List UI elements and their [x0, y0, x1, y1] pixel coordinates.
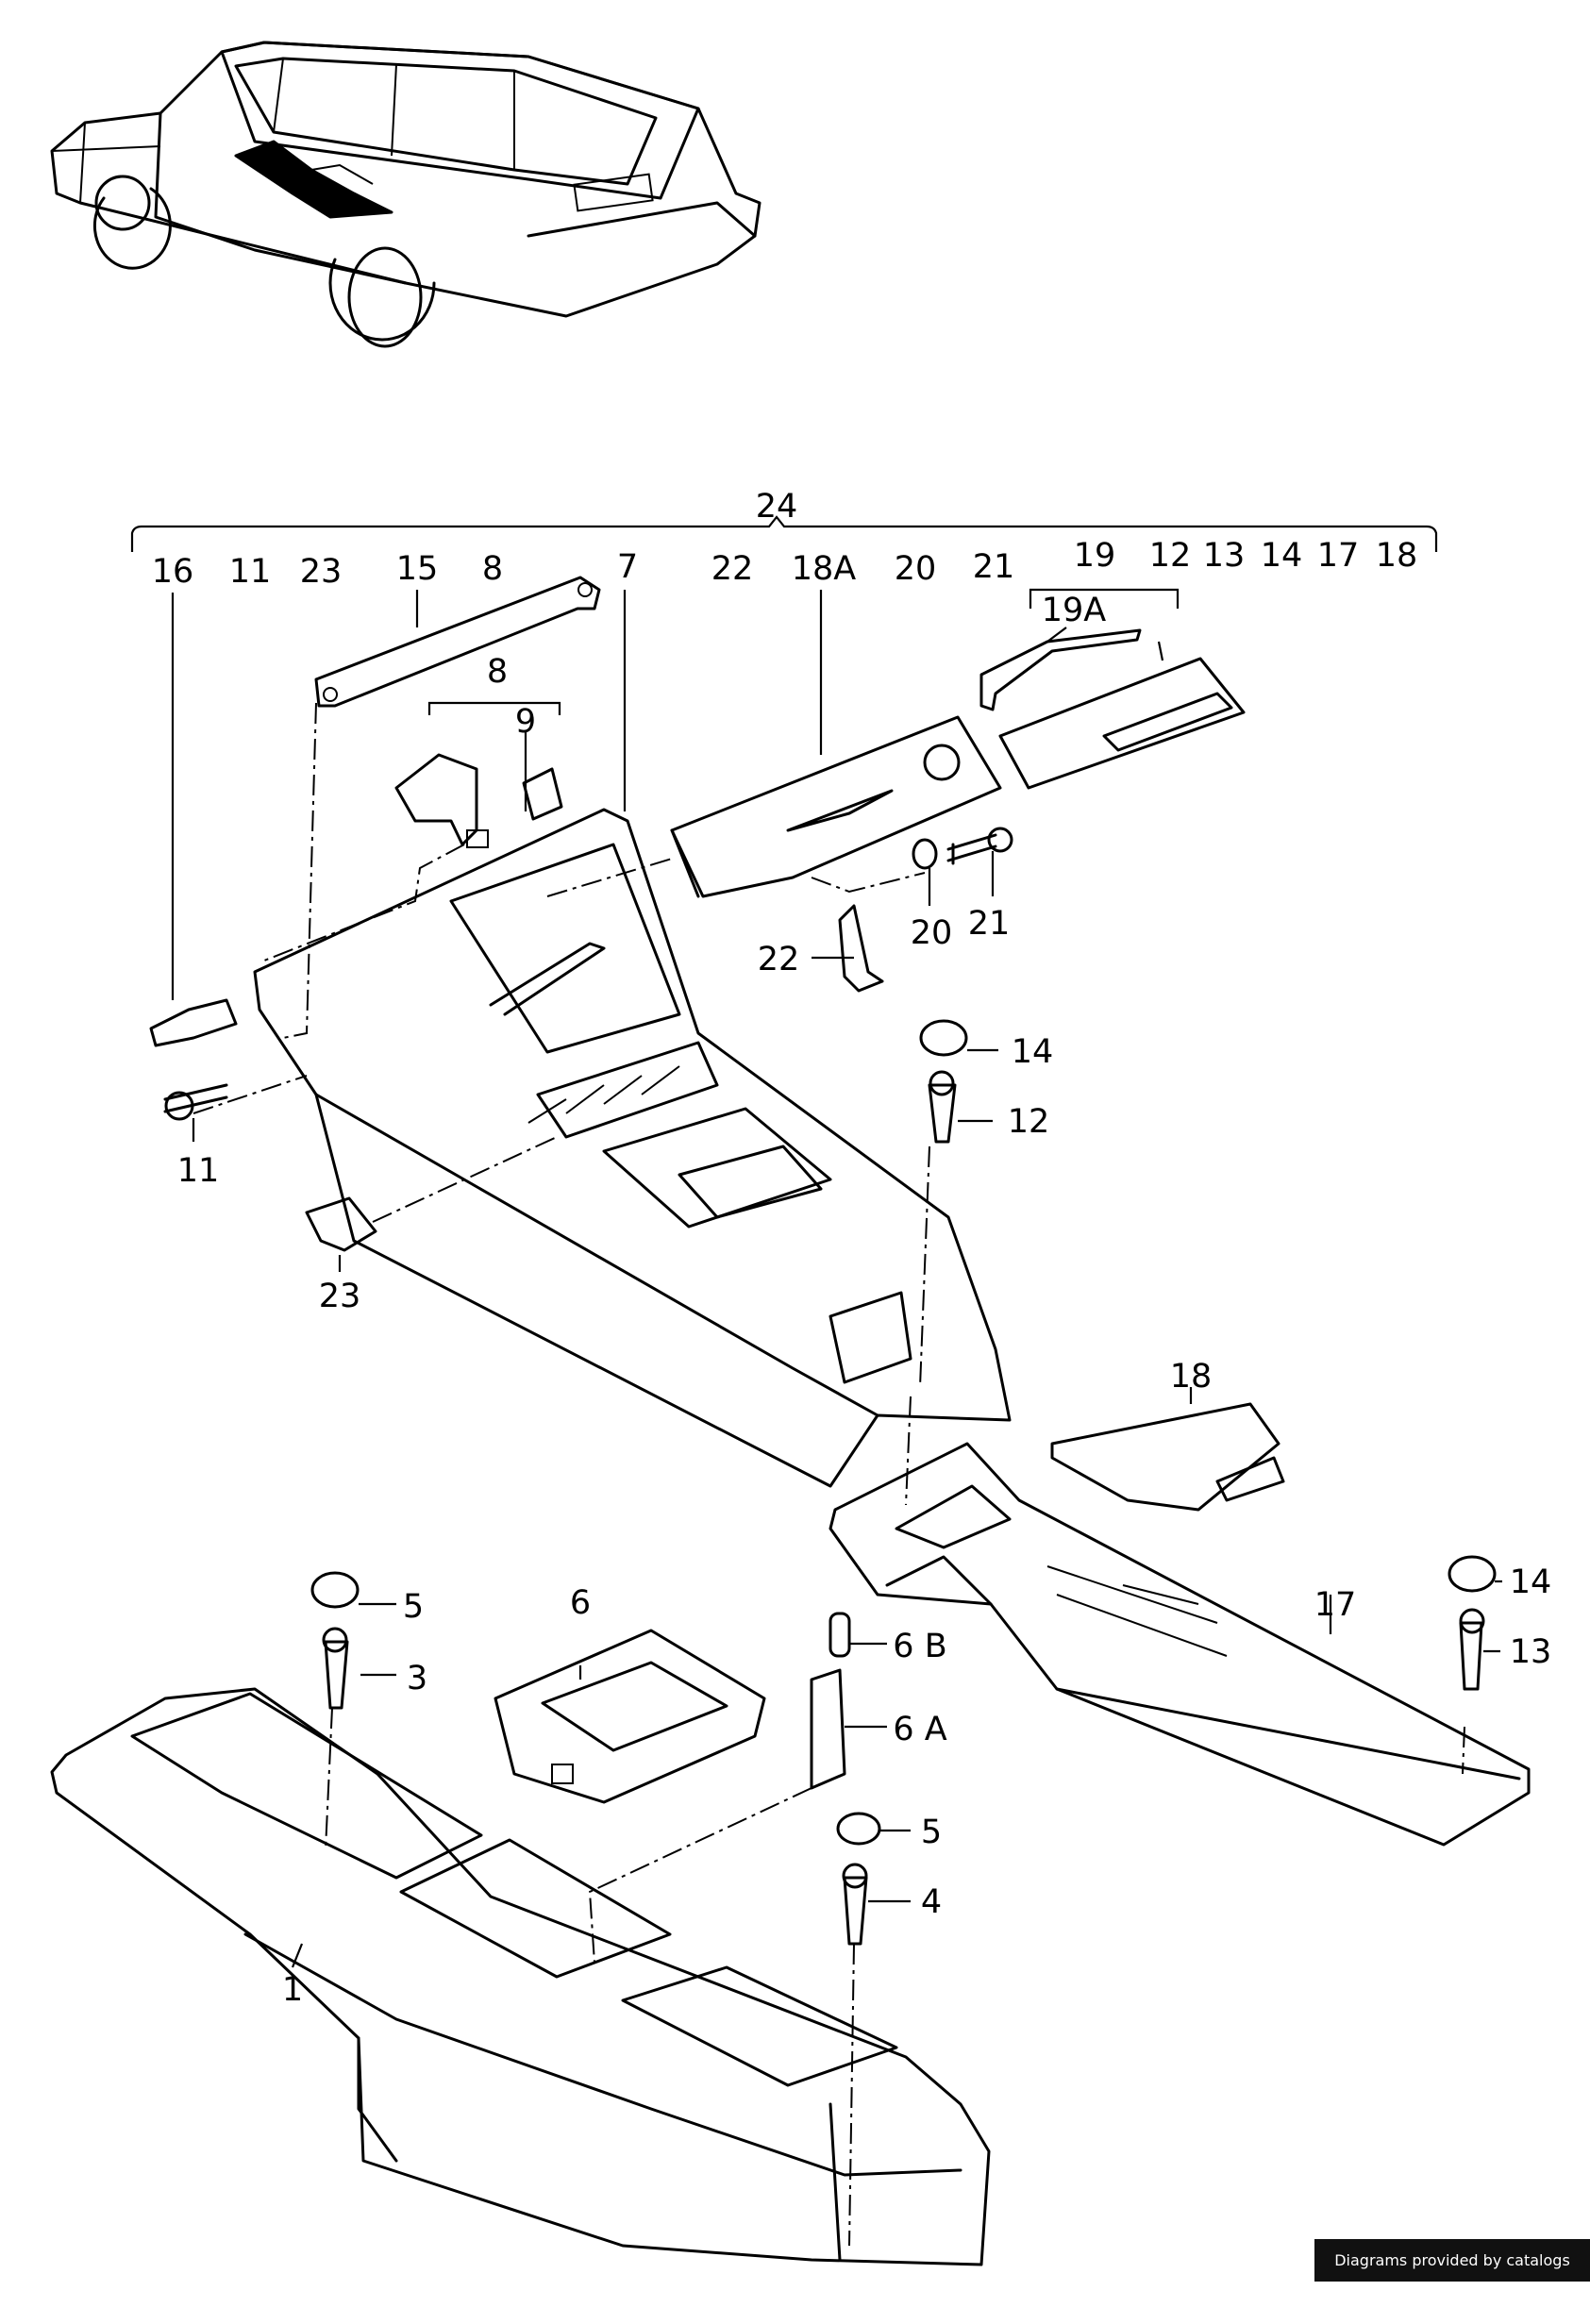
- callout-4: 4: [921, 1883, 942, 1921]
- callout-21: 21: [968, 905, 1011, 943]
- upper-console-parts: [149, 576, 1246, 1488]
- group-item-3: 23: [300, 553, 343, 591]
- callout-13: 13: [1510, 1633, 1552, 1671]
- callout-leaders: [171, 593, 1502, 1968]
- group-item-16: 18: [1376, 537, 1418, 575]
- group-item-15: 17: [1317, 537, 1360, 575]
- assembly-group-24: 24 16 11 23 15 8 7 22 18A 20 21 19 12 13…: [130, 488, 1438, 591]
- group-item-8: 18A: [792, 550, 857, 588]
- group-item-5: 8: [482, 550, 503, 588]
- group-items-row: 16 11 23 15 8 7 22 18A 20 21 19 12 13 14…: [152, 537, 1418, 591]
- group-item-10: 21: [973, 548, 1015, 586]
- group-item-4: 15: [396, 550, 439, 588]
- group-item-13: 13: [1203, 537, 1246, 575]
- callout-9: 9: [515, 703, 536, 741]
- lower-console-parts: [50, 1571, 991, 2266]
- callout-5-top: 5: [403, 1588, 424, 1626]
- callout-19A: 19A: [1042, 592, 1107, 629]
- group-item-7: 22: [711, 550, 754, 588]
- attribution-banner: Diagrams provided by catalogs parts: [1314, 2239, 1590, 2312]
- callout-11: 11: [177, 1152, 220, 1190]
- group-number: 24: [756, 488, 798, 526]
- assembly-guide-lines-upper: [192, 702, 930, 1388]
- callout-1: 1: [282, 1971, 303, 2009]
- group-item-6: 7: [617, 548, 638, 586]
- callout-20: 20: [911, 914, 953, 952]
- callout-3: 3: [407, 1660, 427, 1697]
- car-overview-illustration: [50, 41, 762, 348]
- callout-5-bottom: 5: [921, 1814, 942, 1851]
- group-item-14: 14: [1261, 537, 1303, 575]
- group-item-1: 16: [152, 553, 194, 591]
- callout-6: 6: [570, 1584, 591, 1622]
- group-item-9: 20: [895, 550, 937, 588]
- callout-14-top: 14: [1012, 1033, 1054, 1071]
- callout-6A: 6 A: [893, 1711, 946, 1748]
- callout-17: 17: [1314, 1586, 1357, 1624]
- callout-labels: 1 3 4 5 5 6 6 A 6 B 8 9 11 12 13 14 14 1…: [177, 592, 1552, 2009]
- middle-console-parts: [828, 1396, 1531, 1847]
- callout-6B: 6 B: [893, 1628, 946, 1665]
- callout-8: 8: [487, 653, 508, 691]
- group-item-11: 19: [1074, 537, 1116, 575]
- callout-14-bottom: 14: [1510, 1563, 1552, 1601]
- callout-12: 12: [1008, 1103, 1050, 1141]
- group-item-12: 12: [1149, 537, 1192, 575]
- callout-23: 23: [319, 1278, 361, 1315]
- callout-22: 22: [758, 941, 800, 978]
- group-item-2: 11: [229, 553, 272, 591]
- assembly-guide-lines-lower: [325, 1707, 855, 2247]
- callout-18: 18: [1170, 1358, 1213, 1396]
